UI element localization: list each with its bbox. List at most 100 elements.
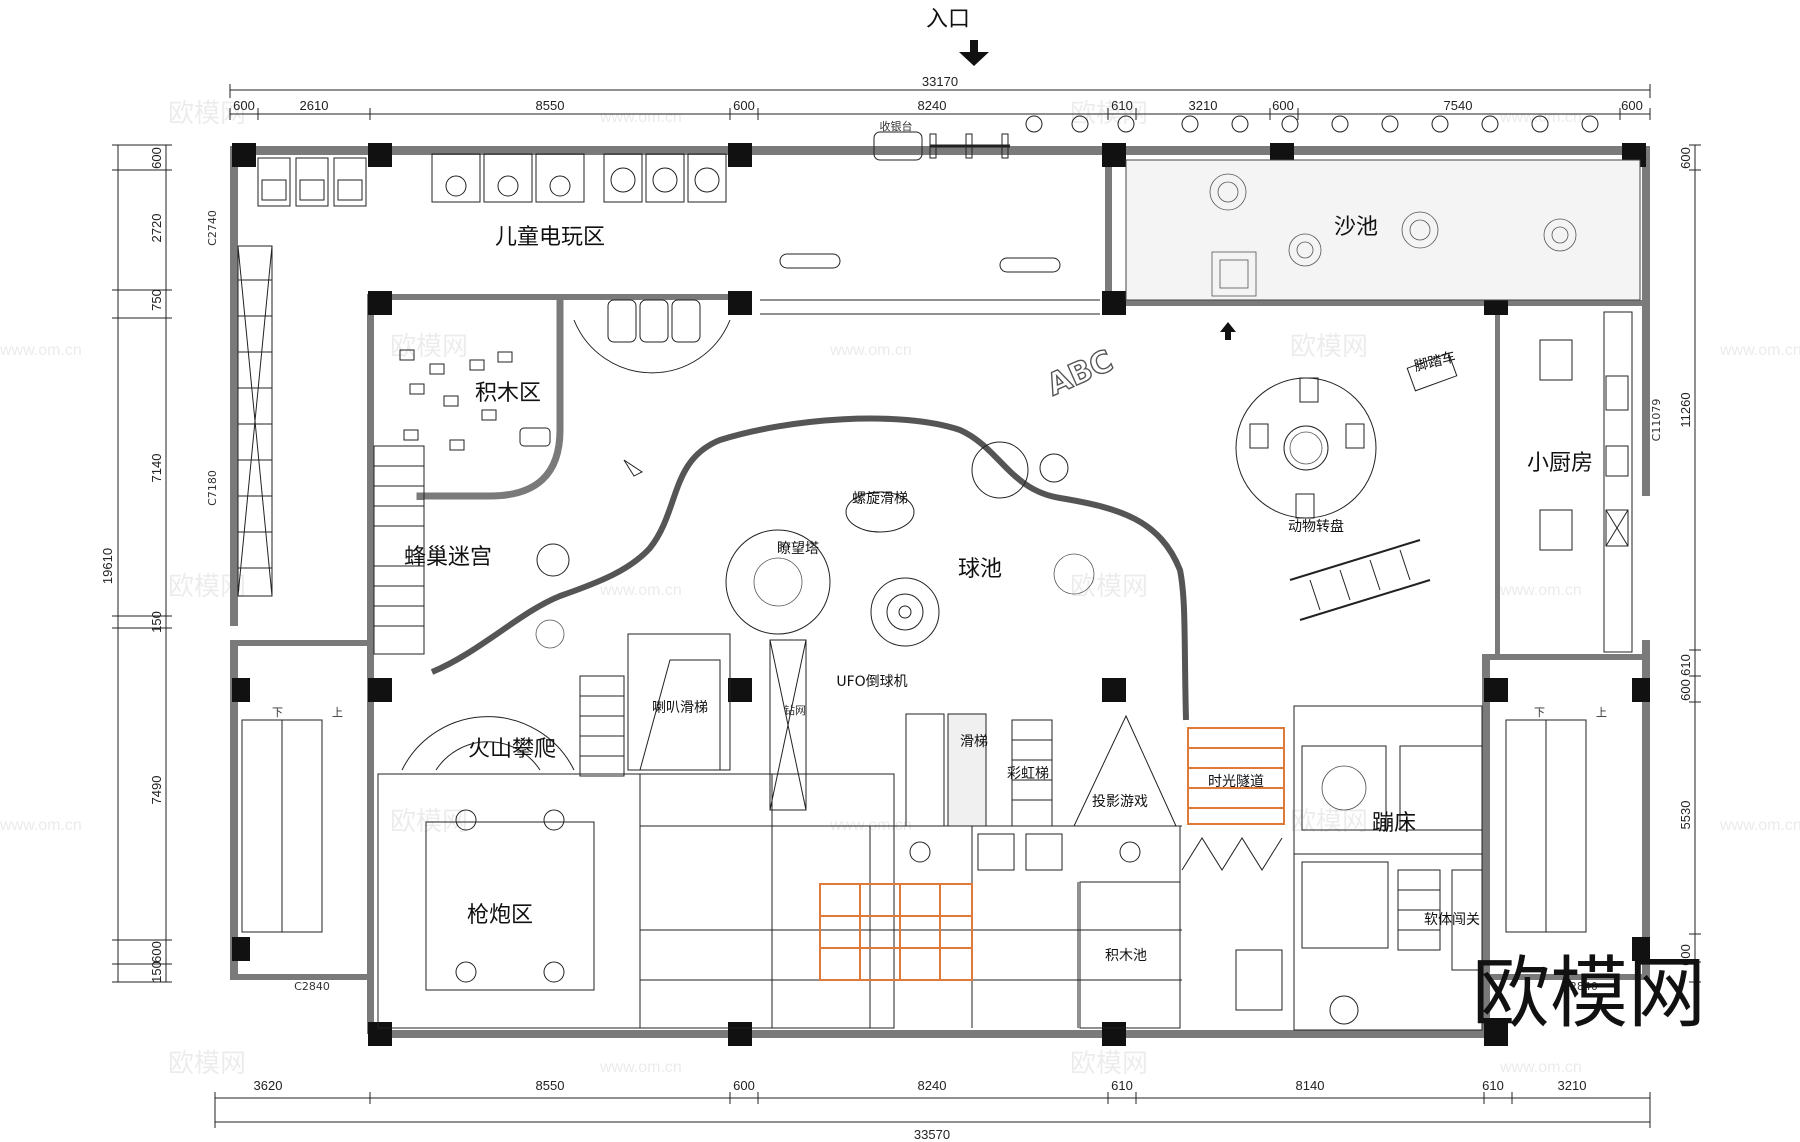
window-label: C7180 bbox=[206, 470, 219, 506]
label-block-pool: 积木池 bbox=[1105, 948, 1147, 964]
ceiling-lights bbox=[1025, 115, 1599, 133]
label-trampoline: 蹦床 bbox=[1372, 811, 1416, 836]
lower-grid bbox=[241, 633, 1587, 1031]
dim-top: 8550 bbox=[536, 98, 565, 113]
walls bbox=[230, 146, 1650, 1038]
dim-top: 7540 bbox=[1444, 98, 1473, 113]
dim-top: 2610 bbox=[300, 98, 329, 113]
label-arcade: 儿童电玩区 bbox=[495, 225, 605, 250]
label-hive-maze: 蜂巢迷宫 bbox=[404, 545, 492, 570]
watermark: 欧模网 bbox=[168, 1049, 246, 1079]
kitchen-furniture bbox=[1539, 311, 1633, 653]
dim-bottom: 8550 bbox=[536, 1078, 565, 1093]
label-time-tunnel: 时光隧道 bbox=[1208, 774, 1264, 790]
arcade-machines bbox=[237, 131, 1100, 597]
dim-right: 600 bbox=[1678, 147, 1693, 169]
dim-bottom: 8140 bbox=[1296, 1078, 1325, 1093]
blocks-zone-props bbox=[399, 349, 551, 451]
dim-bottom: 610 bbox=[1482, 1078, 1504, 1093]
watermark-url: www.om.cn bbox=[1499, 109, 1582, 126]
stair-down-mark: 下 bbox=[272, 706, 283, 719]
label-projection-game: 投影游戏 bbox=[1092, 794, 1148, 810]
dim-top-total: 33170 bbox=[922, 74, 958, 89]
dim-left: 750 bbox=[149, 289, 164, 311]
dim-left-total: 19610 bbox=[100, 548, 115, 584]
dim-left: 2720 bbox=[149, 214, 164, 243]
dim-left: 7140 bbox=[149, 454, 164, 483]
dim-top: 3210 bbox=[1189, 98, 1218, 113]
arrow-up-icon bbox=[1220, 322, 1236, 340]
label-rainbow-ladder: 彩虹梯 bbox=[1007, 766, 1049, 782]
dim-left: 600 bbox=[149, 941, 164, 963]
dim-right: 600 bbox=[1678, 944, 1693, 966]
label-volcano-climb: 火山攀爬 bbox=[468, 737, 556, 762]
label-pedal-car: 脚踏车 bbox=[1412, 348, 1457, 375]
watermark-url: www.om.cn bbox=[829, 342, 912, 359]
watermark-url: www.om.cn bbox=[1499, 1059, 1582, 1076]
dim-top: 8240 bbox=[918, 98, 947, 113]
watermark-url: www.om.cn bbox=[599, 109, 682, 126]
dim-top: 600 bbox=[1272, 98, 1294, 113]
dim-bottom: 610 bbox=[1111, 1078, 1133, 1093]
watermark: 欧模网 bbox=[1290, 332, 1368, 362]
watermark-url: www.om.cn bbox=[1499, 582, 1582, 599]
dim-left: 600 bbox=[149, 147, 164, 169]
stair-up-mark: 上 bbox=[1596, 706, 1607, 719]
window-label: C2740 bbox=[206, 210, 219, 246]
dim-right: 5530 bbox=[1678, 801, 1693, 830]
dimension-lines bbox=[112, 84, 1701, 1128]
dim-top: 600 bbox=[1621, 98, 1643, 113]
dim-top: 610 bbox=[1111, 98, 1133, 113]
watermark-url: www.om.cn bbox=[599, 1059, 682, 1076]
soft-play-zone bbox=[819, 883, 973, 981]
watermark: 欧模网 bbox=[1070, 572, 1148, 602]
watermark-url: www.om.cn bbox=[1719, 342, 1800, 359]
time-tunnel-zone bbox=[1187, 727, 1285, 825]
dim-bottom: 8240 bbox=[918, 1078, 947, 1093]
stair-down-mark: 下 bbox=[1534, 706, 1545, 719]
window-label: C11079 bbox=[1650, 399, 1663, 442]
orange-zones bbox=[819, 727, 1285, 981]
dim-left: 7490 bbox=[149, 776, 164, 805]
dim-bottom: 3210 bbox=[1558, 1078, 1587, 1093]
sandpit-area bbox=[1125, 159, 1641, 301]
dim-right: 11260 bbox=[1678, 392, 1693, 427]
entrance-arrow-icon bbox=[959, 40, 989, 66]
dim-bottom: 600 bbox=[733, 1078, 755, 1093]
label-sandpit: 沙池 bbox=[1334, 215, 1378, 240]
dim-left: 150 bbox=[149, 611, 164, 633]
brand-watermark: 欧模网 bbox=[1472, 949, 1706, 1039]
entrance-label: 入口 bbox=[926, 7, 970, 32]
label-gun-zone: 枪炮区 bbox=[467, 903, 533, 928]
watermark: 欧模网 bbox=[1070, 1049, 1148, 1079]
watermark-url: www.om.cn bbox=[1719, 817, 1800, 834]
dim-top: 600 bbox=[733, 98, 755, 113]
label-soft-obstacle: 软体闯关 bbox=[1424, 912, 1480, 928]
dim-right: 600 bbox=[1678, 679, 1693, 701]
reception-label: 收银台 bbox=[880, 119, 913, 133]
label-trumpet-slide: 喇叭滑梯 bbox=[652, 699, 708, 716]
dim-right: 610 bbox=[1678, 654, 1693, 676]
watermark-url: www.om.cn bbox=[0, 817, 82, 834]
label-slide: 滑梯 bbox=[960, 733, 988, 750]
label-kitchen: 小厨房 bbox=[1527, 451, 1593, 476]
animal-carousel bbox=[1235, 377, 1377, 519]
label-ufo-ball: UFO倒球机 bbox=[836, 674, 907, 690]
label-animal-carousel: 动物转盘 bbox=[1288, 518, 1344, 535]
dim-bottom-total: 33570 bbox=[914, 1127, 950, 1142]
window-label: C2840 bbox=[1562, 980, 1598, 993]
ball-pool-equipment bbox=[535, 441, 1095, 811]
dim-left: 150 bbox=[149, 961, 164, 983]
label-spiral-slide: 螺旋滑梯 bbox=[852, 490, 908, 507]
label-drill-net: 钻网 bbox=[784, 703, 806, 717]
watermark-url: www.om.cn bbox=[0, 342, 82, 359]
label-lookout-tower: 瞭望塔 bbox=[777, 541, 819, 557]
window-label: C2840 bbox=[294, 980, 330, 993]
dim-bottom: 3620 bbox=[254, 1078, 283, 1093]
label-blocks-zone: 积木区 bbox=[475, 381, 541, 406]
watermark: 欧模网 bbox=[390, 332, 468, 362]
label-abc: ABC bbox=[1042, 343, 1118, 403]
label-ball-pool: 球池 bbox=[958, 557, 1002, 582]
hive-maze-steps bbox=[373, 445, 425, 655]
watermark-url: www.om.cn bbox=[599, 582, 682, 599]
